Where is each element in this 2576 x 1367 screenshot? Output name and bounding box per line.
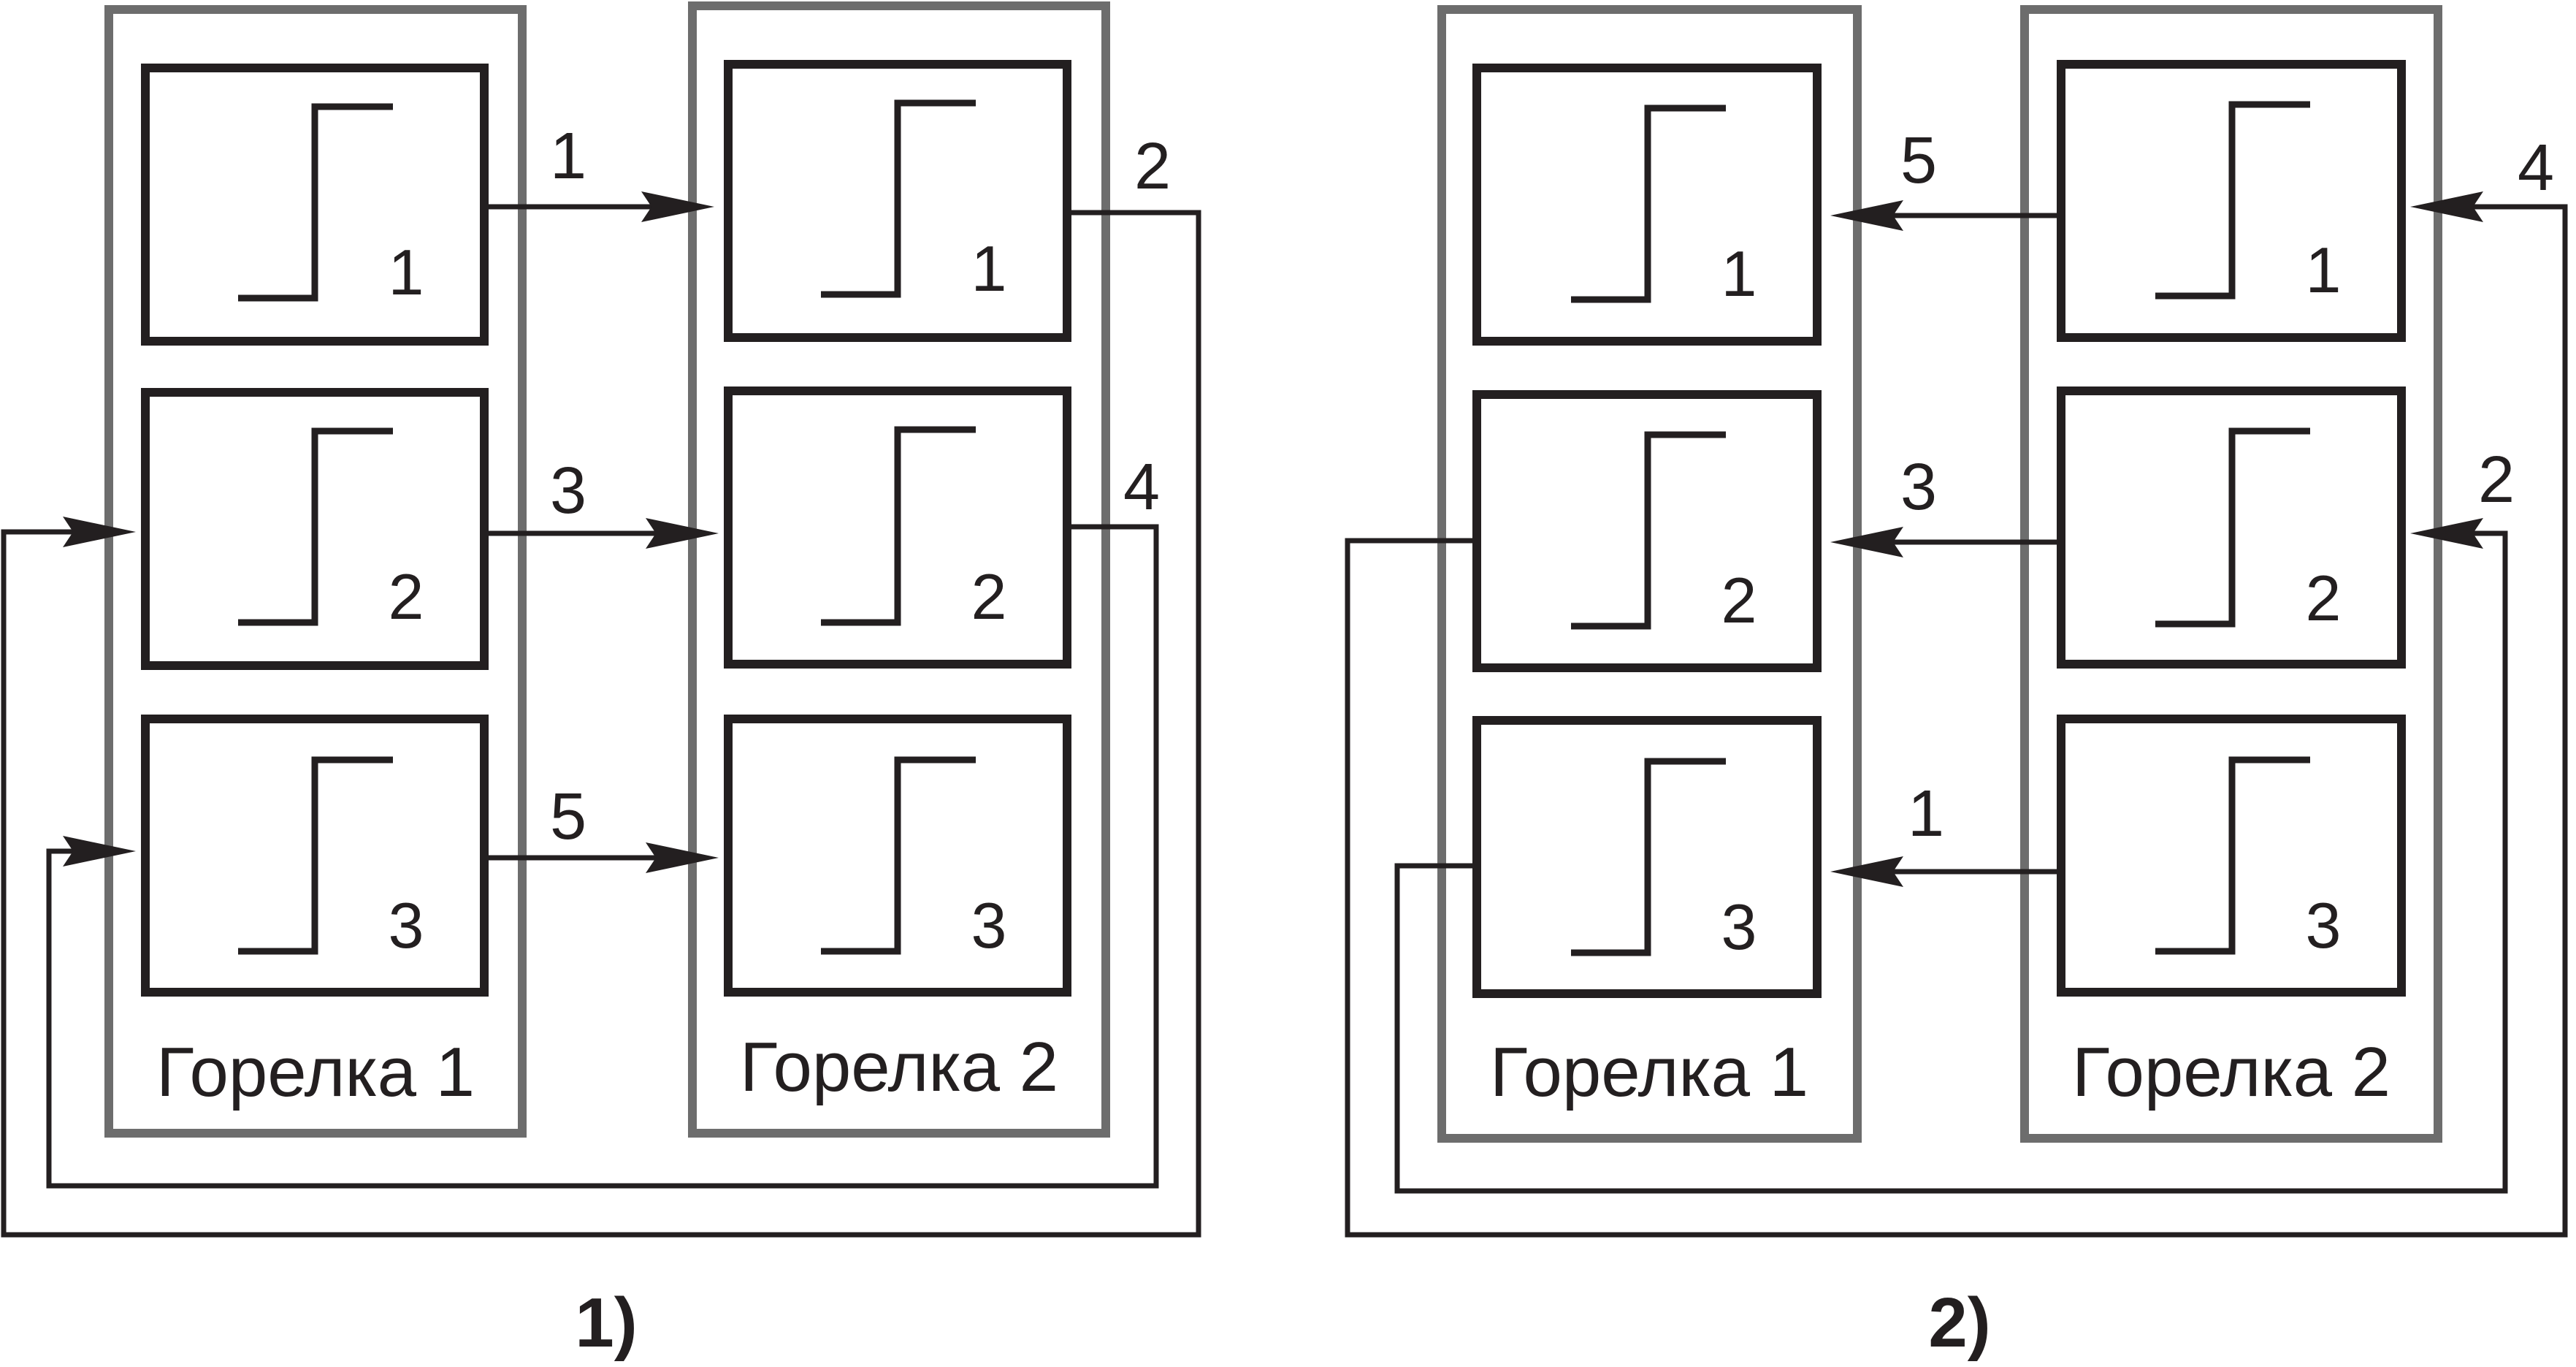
stage-number: 1 — [971, 232, 1007, 305]
burner-name: Горелка 2 — [2072, 1033, 2390, 1111]
stage-box-2: 2 — [1472, 390, 1822, 672]
burner-name: Горелка 1 — [1490, 1033, 1808, 1111]
stage-box-2: 2 — [141, 388, 489, 670]
connection-3: 3 — [484, 454, 719, 549]
step-function-icon — [238, 756, 393, 955]
sequence-number: 2 — [2478, 443, 2515, 517]
connection-1: 1 — [484, 120, 714, 222]
step-function-icon — [2155, 756, 2310, 955]
stage-box-2: 2 — [724, 387, 1071, 669]
stage-number: 1 — [2306, 234, 2342, 306]
sequence-number: 5 — [1900, 124, 1937, 197]
sequence-number: 1 — [550, 120, 586, 193]
sequence-number: 3 — [1900, 451, 1937, 524]
connector-line — [1, 210, 1201, 1238]
d2-burner-1: Горелка 1 1 2 3 — [1437, 5, 1862, 1143]
stage-box-1: 1 — [1472, 64, 1822, 346]
step-function-icon — [238, 427, 393, 626]
stage-number: 1 — [1721, 237, 1757, 310]
connection-5: 5 — [1830, 124, 2061, 231]
stage-number: 1 — [389, 236, 424, 308]
arrowhead-icon — [1830, 200, 1903, 231]
stage-box-1: 1 — [141, 64, 489, 346]
d1-burner-2: Горелка 2 1 2 3 — [688, 1, 1110, 1138]
stage-box-1: 1 — [2057, 60, 2406, 342]
d1-burner-1: Горелка 1 1 2 3 — [104, 5, 527, 1138]
d2-burner-2: Горелка 2 1 2 3 — [2020, 5, 2442, 1143]
connection-4: 4 — [46, 451, 1160, 1189]
sequence-number: 3 — [550, 454, 586, 528]
diagram-1: Горелка 1 1 2 3 Горелка 2 — [1, 1, 1201, 1362]
step-function-icon — [1571, 431, 1726, 630]
diagram-label: 2) — [1928, 1284, 1990, 1362]
burner-name: Горелка 2 — [740, 1028, 1058, 1106]
sequence-number: 2 — [1134, 130, 1171, 203]
stage-number: 3 — [389, 889, 424, 962]
stage-number: 3 — [2306, 889, 2342, 962]
connection-2: 2 — [1394, 443, 2515, 1194]
connection-5: 5 — [484, 780, 719, 873]
stage-number: 3 — [1721, 891, 1757, 963]
connector-line — [1345, 204, 2568, 1238]
connection-1: 1 — [1830, 777, 2061, 887]
sequence-number: 4 — [2518, 132, 2554, 205]
diagram-2: Горелка 1 1 2 3 Горелка 2 — [1345, 5, 2568, 1362]
stage-box-3: 3 — [1472, 716, 1822, 998]
step-function-icon — [821, 426, 976, 626]
step-function-icon — [821, 756, 976, 955]
stage-number: 2 — [389, 560, 424, 633]
stage-number: 2 — [2306, 562, 2342, 634]
step-function-icon — [1571, 104, 1726, 303]
connector-line — [46, 524, 1159, 1189]
stage-box-3: 3 — [724, 715, 1071, 997]
burner-frame — [2020, 5, 2442, 1143]
burner-frame — [688, 1, 1110, 1138]
connection-4: 4 — [1345, 132, 2568, 1238]
burner-frame — [1437, 5, 1862, 1143]
arrowhead-icon — [63, 517, 136, 547]
arrowhead-icon — [1830, 527, 1903, 557]
step-function-icon — [2155, 101, 2310, 300]
arrowhead-icon — [646, 518, 719, 549]
step-function-icon — [1571, 758, 1726, 956]
stage-box-3: 3 — [141, 715, 489, 997]
step-function-icon — [238, 103, 393, 302]
arrowhead-icon — [2410, 518, 2483, 549]
stage-box-1: 1 — [724, 60, 1071, 342]
stage-box-3: 3 — [2057, 715, 2406, 997]
stage-number: 3 — [971, 889, 1007, 962]
sequence-number: 1 — [1908, 777, 1944, 850]
arrowhead-icon — [2410, 191, 2483, 222]
burner-frame — [104, 5, 527, 1138]
step-function-icon — [821, 99, 976, 298]
arrowhead-icon — [63, 836, 136, 867]
connection-2: 2 — [1, 130, 1201, 1238]
stage-number: 2 — [971, 560, 1007, 633]
arrowhead-icon — [641, 191, 714, 222]
sequence-number: 5 — [550, 780, 586, 853]
sequence-number: 4 — [1123, 451, 1160, 524]
diagram-label: 1) — [575, 1284, 637, 1362]
connection-3: 3 — [1830, 451, 2061, 557]
connector-line — [1394, 530, 2508, 1194]
stage-box-2: 2 — [2057, 387, 2406, 669]
burner-name: Горелка 1 — [156, 1033, 475, 1111]
arrowhead-icon — [646, 842, 719, 873]
step-function-icon — [2155, 427, 2310, 628]
stage-number: 2 — [1721, 564, 1757, 636]
arrowhead-icon — [1830, 856, 1903, 887]
